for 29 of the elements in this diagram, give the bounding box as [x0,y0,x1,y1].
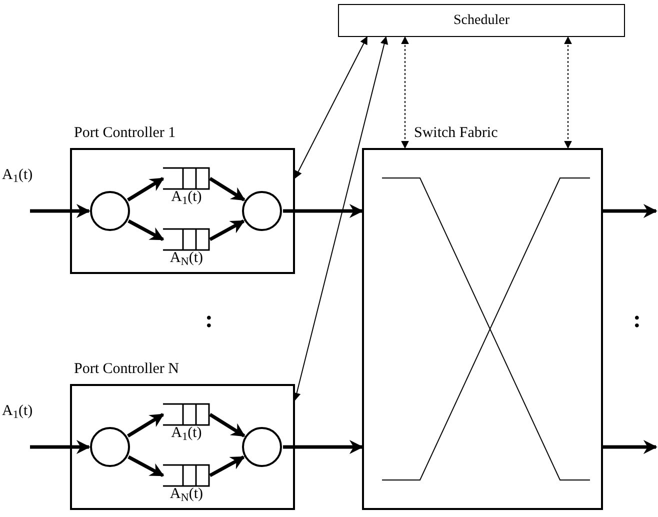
continuation-mark: : [633,306,641,334]
arrow [283,204,364,218]
arrow [294,36,368,179]
arrow [209,456,245,478]
arrow [564,36,572,149]
arrow [128,219,164,242]
continuation-mark: : [205,306,213,334]
arrow [401,36,409,149]
arrow [30,204,90,218]
queue-label: A$_{N}$(t) [170,487,204,502]
queue-label: A$_{1}$(t) [171,426,202,441]
queue-label: A$_{N}$(t) [170,251,204,266]
box-title: Switch Fabric [414,124,498,142]
arrow [126,413,164,438]
arrow [292,36,388,401]
scheduler-box [338,4,625,37]
signal-label: A$_{1}$(t) [2,402,33,420]
queue-label: A$_{1}$(t) [171,190,202,205]
arrow [603,204,658,218]
box-title: Port Controller N [74,360,179,378]
arrow [30,440,90,454]
box-label: Scheduler [454,12,510,30]
arrow [126,177,164,202]
signal-label: A$_{1}$(t) [2,166,33,184]
box-title: Port Controller 1 [74,124,176,142]
arrow [209,220,245,242]
arrow [603,440,658,454]
arrow [128,455,164,478]
arrow [283,440,364,454]
